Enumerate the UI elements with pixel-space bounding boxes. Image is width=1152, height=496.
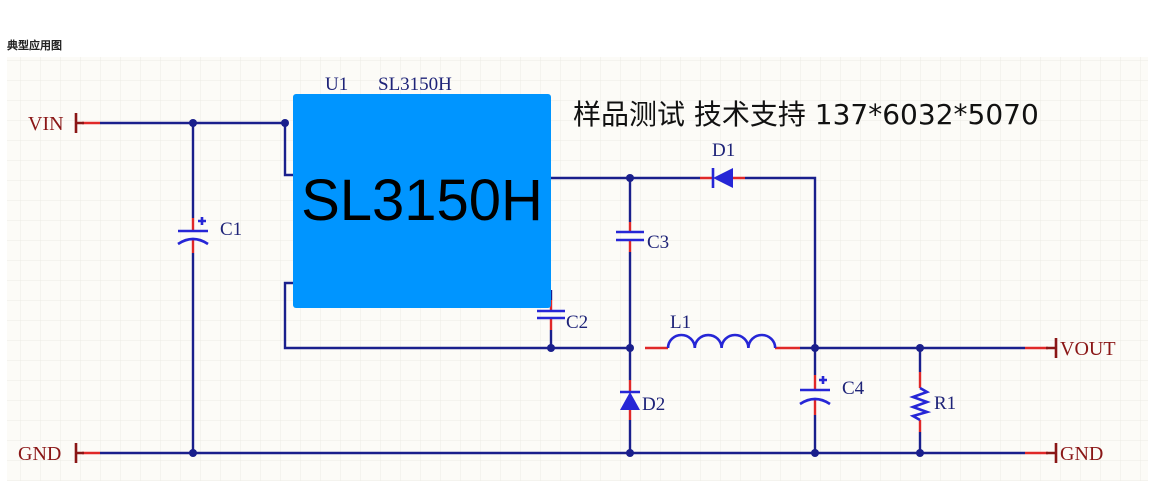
vin-label: VIN: [28, 113, 64, 135]
wires: [100, 121, 1025, 455]
contact-overlay-text: 样品测试 技术支持 137*6032*5070: [573, 98, 1039, 131]
vout-label: VOUT: [1060, 338, 1116, 360]
capacitor-c1: C1: [177, 217, 242, 253]
c4-label: C4: [842, 378, 865, 399]
capacitor-c2: C2: [537, 300, 588, 333]
r1-label: R1: [934, 393, 956, 414]
c2-label: C2: [566, 312, 588, 333]
section-title: 典型应用图: [7, 39, 62, 52]
chip-part-number: SL3150H: [378, 74, 452, 95]
junctions: [189, 119, 924, 457]
c1-label: C1: [220, 219, 242, 240]
vin-terminal: VIN: [28, 113, 100, 135]
l1-label: L1: [670, 312, 691, 333]
chip-designator: U1: [325, 74, 348, 95]
gnd-left-label: GND: [18, 443, 61, 465]
gnd-right-terminal: GND: [1025, 443, 1103, 465]
capacitor-c3: C3: [616, 222, 669, 253]
gnd-left-terminal: GND: [18, 443, 100, 465]
d2-label: D2: [642, 394, 665, 415]
vout-terminal: VOUT: [1025, 338, 1116, 360]
inductor-l1: L1: [645, 312, 800, 350]
resistor-r1: R1: [909, 372, 956, 432]
gnd-right-label: GND: [1060, 443, 1103, 465]
chip-body: [293, 94, 551, 308]
capacitor-c4: C4: [799, 375, 865, 415]
d1-label: D1: [712, 140, 735, 161]
c3-label: C3: [647, 232, 669, 253]
diode-d2: D2: [620, 380, 665, 420]
chip-body-text: SL3150H: [301, 168, 543, 233]
diode-d1: D1: [700, 140, 745, 188]
